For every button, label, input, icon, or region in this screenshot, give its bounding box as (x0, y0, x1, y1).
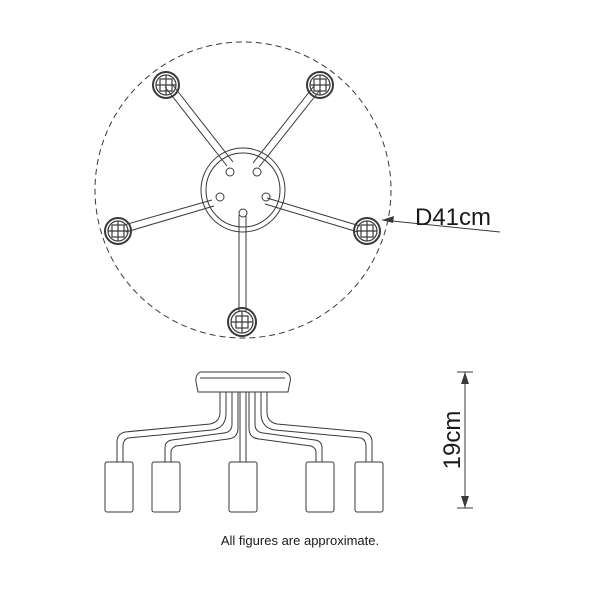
lamp-holder-side (151, 461, 181, 513)
rose-holes (215, 167, 271, 218)
lamp-holder (227, 307, 257, 337)
diameter-arrowhead (382, 216, 394, 223)
lamp-holder (104, 217, 132, 245)
side-view (104, 371, 473, 513)
arms-side-view (116, 392, 373, 462)
lamp-holder (353, 217, 381, 245)
diameter-label: D41cm (415, 204, 491, 231)
ceiling-rose-inner (205, 152, 281, 228)
lamp-holder-side (104, 461, 134, 513)
lamp-holders-top-view (104, 71, 381, 337)
spread-circle (94, 41, 392, 339)
lamp-holder-side (305, 461, 335, 513)
arms-top-view (123, 83, 361, 312)
top-view (94, 41, 501, 339)
ceiling-plate (195, 371, 291, 393)
lamp-holder-side (354, 461, 384, 513)
height-label: 19cm (439, 411, 466, 470)
diameter-leader-line (381, 219, 501, 233)
lamp-holder (306, 71, 334, 99)
ceiling-rose-outer (200, 147, 286, 233)
height-dimension (457, 371, 473, 509)
lamp-holder-side (228, 461, 258, 513)
lamp-holder (152, 71, 180, 99)
lamp-holders-side-view (104, 461, 384, 513)
caption: All figures are approximate. (220, 533, 380, 548)
